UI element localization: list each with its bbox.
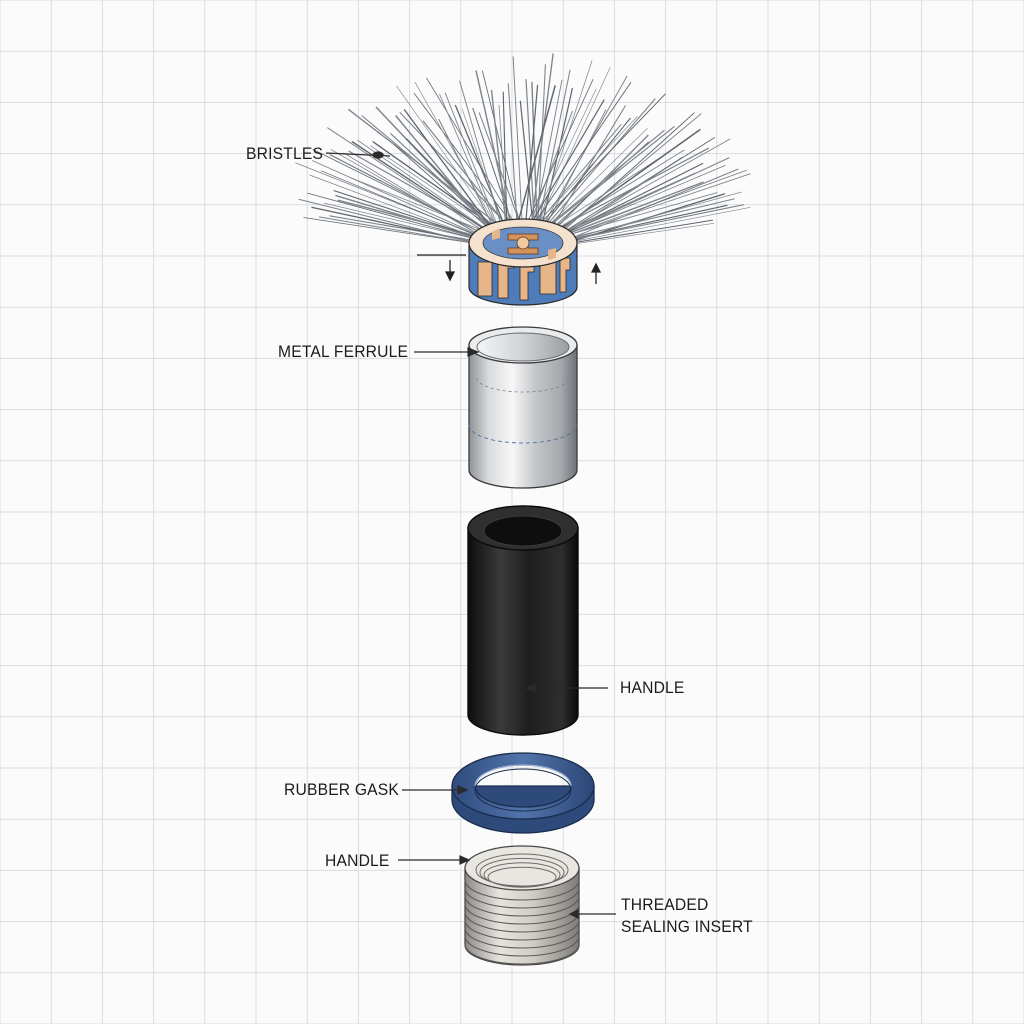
bristle (327, 127, 505, 246)
inner-thread-ring (487, 866, 557, 888)
bristle (520, 93, 666, 244)
bristle (520, 81, 632, 244)
bristle (361, 115, 516, 245)
bristle (413, 92, 527, 244)
threaded-sealing-insert-label-line-1: THREADED (621, 895, 709, 914)
metal-ferrule (468, 326, 578, 489)
thread-ridge (464, 943, 580, 965)
bristle (538, 128, 701, 246)
bristle (329, 154, 506, 246)
bristle (426, 77, 527, 243)
insert-leader (568, 909, 616, 919)
bristles-leader (325, 151, 391, 159)
handle-cylinder (467, 505, 579, 736)
thread-ridge (464, 887, 580, 909)
bristles-label: BRISTLES (246, 144, 324, 163)
bristle (490, 89, 509, 243)
gasket-leader (402, 785, 469, 795)
bristle (481, 70, 525, 243)
bristle (540, 138, 731, 246)
bristle (298, 198, 494, 249)
thread-ridge (464, 919, 580, 941)
rubber-gasket (451, 752, 595, 834)
threaded-sealing-insert (464, 845, 580, 966)
handle-label-lower: HANDLE (325, 851, 390, 870)
bristle (444, 92, 505, 243)
leader-lines (325, 151, 616, 919)
thread-ridge (464, 927, 580, 949)
handle-lower-leader (398, 855, 471, 865)
bristle (295, 162, 506, 247)
rubber-gasket-label: RUBBER GASK (284, 780, 400, 799)
metal-ferrule-label: METAL FERRULE (278, 342, 409, 361)
threaded-sealing-insert-label: THREADED SEALING INSERT (621, 894, 753, 938)
bristle (517, 79, 594, 243)
threaded-sealing-insert-label-line-2: SEALING INSERT (621, 917, 753, 936)
bristle (438, 118, 502, 243)
bristle (461, 108, 509, 243)
bristle (551, 168, 739, 247)
thread-ridge (464, 895, 580, 917)
bristle (309, 174, 501, 247)
thread-ridge (464, 911, 580, 933)
thread-ridge (464, 935, 580, 957)
bristle (512, 56, 524, 243)
bristle (502, 91, 508, 243)
bristle (454, 104, 513, 243)
bristle (395, 115, 502, 244)
ferrule-leader (414, 347, 480, 357)
bristle (343, 152, 497, 246)
bristle (523, 84, 539, 243)
hub-down-arrow (417, 254, 466, 282)
bristle (536, 64, 546, 243)
handle-upper-leader (524, 683, 608, 693)
bristle (507, 83, 519, 243)
bristle (529, 67, 611, 243)
thread-ridge (464, 879, 580, 901)
bristle (511, 85, 556, 243)
bristle (548, 112, 695, 245)
bristle (530, 98, 656, 244)
handle-label-upper: HANDLE (620, 678, 685, 697)
bristle (403, 109, 504, 244)
bristle (439, 93, 504, 243)
bristle (321, 170, 503, 247)
bristle (312, 160, 504, 247)
bristle (519, 99, 605, 243)
bristle (375, 106, 506, 245)
bristle (536, 109, 607, 243)
bristle (459, 80, 507, 243)
hub-up-arrow (590, 262, 602, 284)
brush-head-hub (468, 218, 578, 306)
bristle (475, 70, 516, 243)
